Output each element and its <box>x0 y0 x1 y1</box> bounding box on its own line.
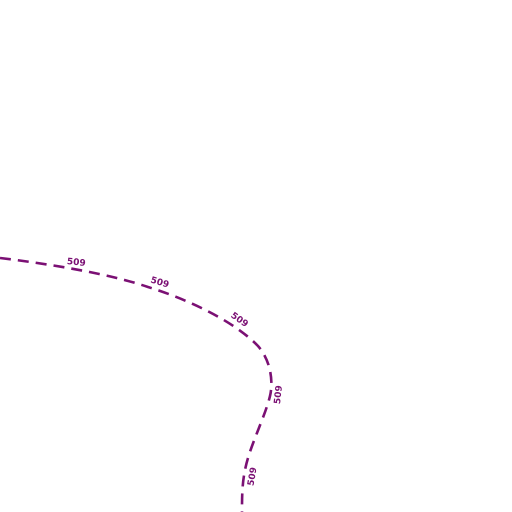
route-509-label: 509 <box>229 311 250 330</box>
route-509-label: 509 <box>66 257 86 269</box>
route-509-label: 509 <box>273 385 285 405</box>
route-509-label: 509 <box>149 276 170 291</box>
route-509-label: 509 <box>246 467 259 487</box>
route-509-line[interactable] <box>0 256 273 512</box>
